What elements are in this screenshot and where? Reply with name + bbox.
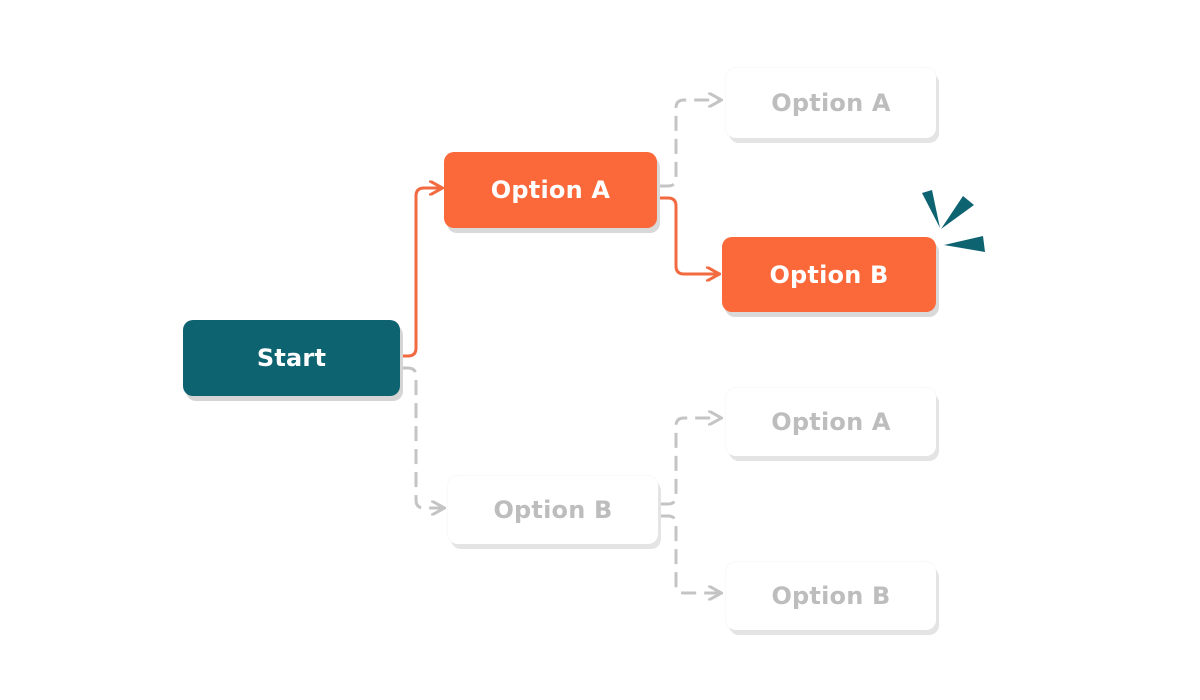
connector-option-a-to-option-a <box>659 100 720 188</box>
option-b-node: Option B <box>448 476 658 544</box>
option-a-child-option-a-node: Option A <box>726 68 936 138</box>
option-b-child-option-a-node: Option A <box>726 388 936 456</box>
start-node-label: Start <box>256 344 327 372</box>
option-a-node-label: Option A <box>490 176 611 204</box>
option-a-child-option-b-node: Option B <box>722 237 936 312</box>
option-b-child-option-b-node: Option B <box>726 562 936 630</box>
sparkle-icon <box>922 190 985 252</box>
connector-start-to-option-b <box>402 366 443 508</box>
connector-option-b-to-option-a <box>660 418 720 506</box>
option-b-node-label: Option B <box>493 496 613 524</box>
connector-option-b-to-option-b <box>660 514 720 593</box>
option-b-child-option-a-label: Option A <box>771 408 891 436</box>
connector-option-a-to-option-b <box>655 196 718 274</box>
start-node: Start <box>183 320 400 396</box>
option-b-child-option-b-label: Option B <box>771 582 891 610</box>
option-a-child-option-b-label: Option B <box>769 260 889 289</box>
option-a-node: Option A <box>444 152 657 228</box>
option-a-child-option-a-label: Option A <box>771 89 891 117</box>
connector-start-to-option-a <box>398 188 441 358</box>
